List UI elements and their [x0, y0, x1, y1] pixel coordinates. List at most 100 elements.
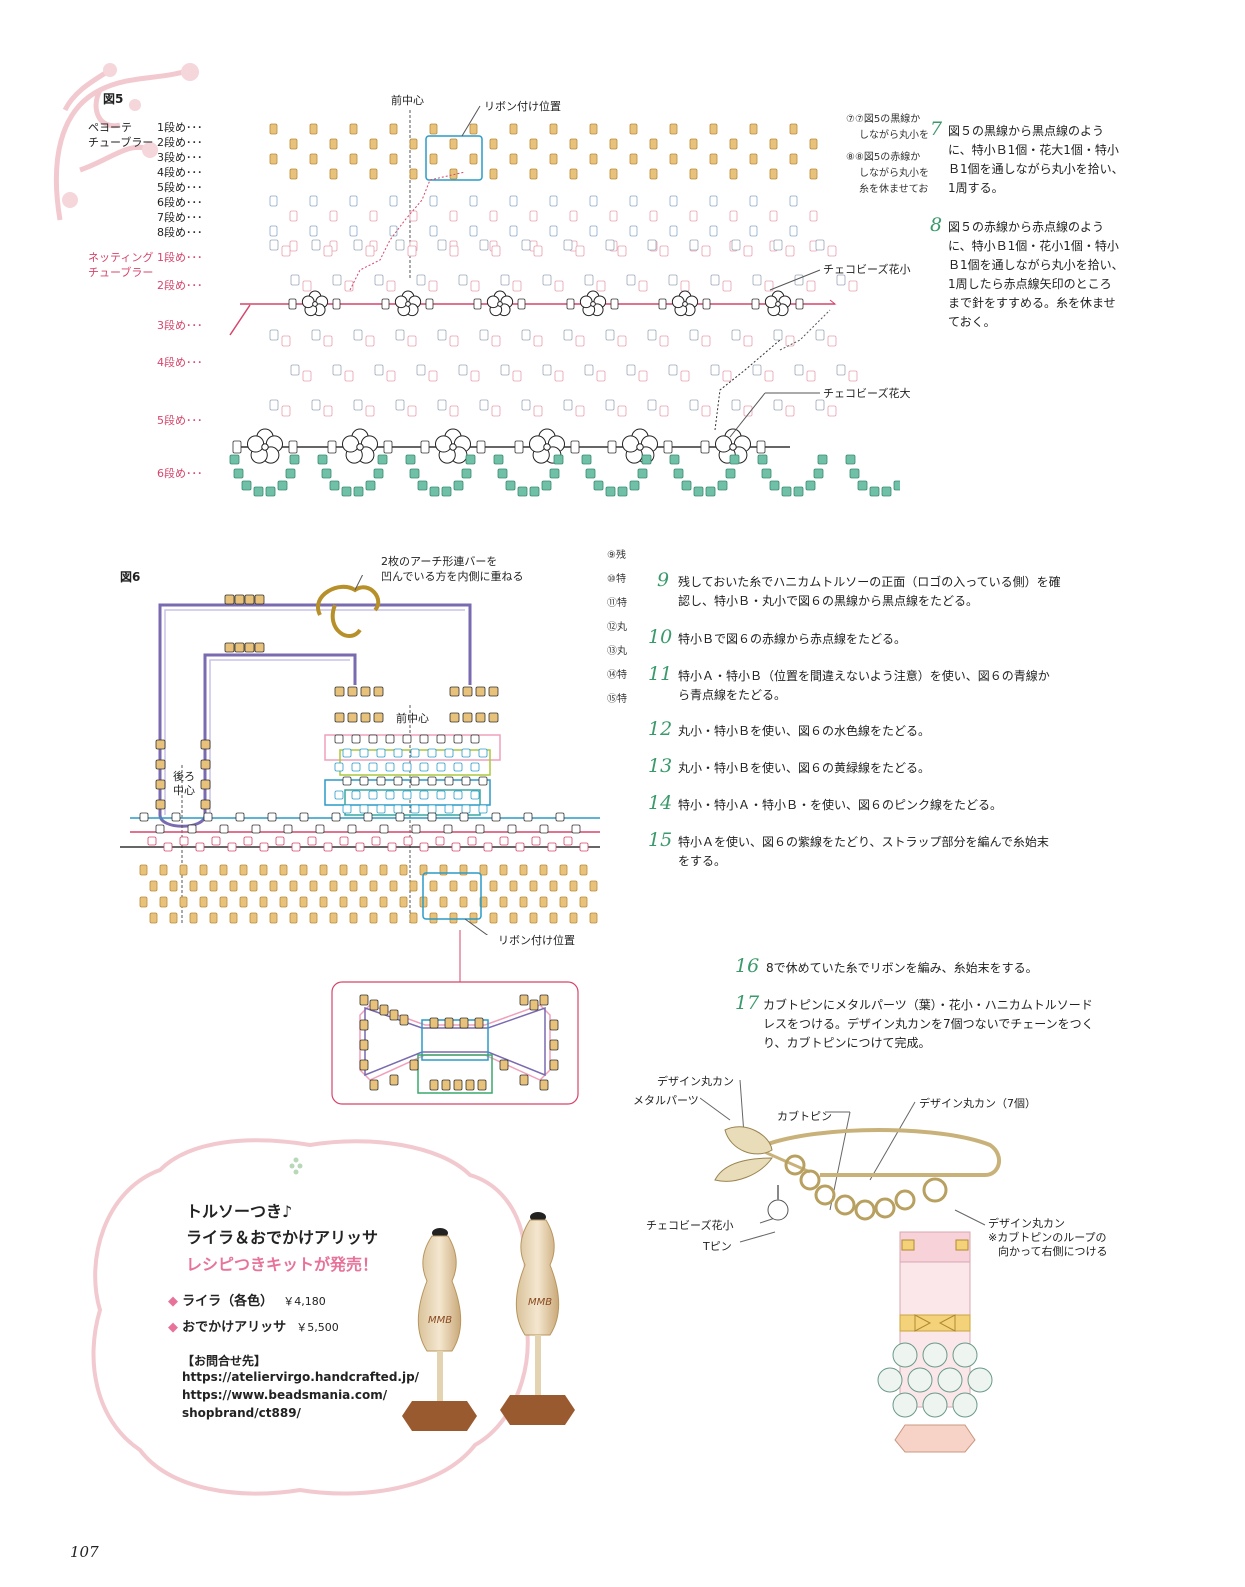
step-13-text: 丸小・特小Ｂを使い、図６の黄緑線をたどる。: [678, 761, 931, 775]
gold-bead: [409, 912, 418, 924]
band-bead: [155, 824, 165, 834]
pale-bead: [789, 225, 798, 237]
strap-bead: [155, 779, 166, 790]
net-bead: [311, 239, 321, 251]
gold-bead: [269, 153, 278, 165]
net-bead: [365, 405, 375, 417]
net-bead: [323, 245, 333, 257]
net-bead: [617, 245, 627, 257]
gold-bead: [139, 864, 148, 876]
net-bead: [344, 370, 354, 382]
gold-bead: [439, 896, 448, 908]
grid-bead: [385, 762, 395, 772]
net-bead: [659, 245, 669, 257]
gold-bead: [309, 880, 318, 892]
pale-bead: [369, 210, 378, 222]
band-bead: [227, 842, 237, 852]
band-bead: [339, 836, 349, 846]
teal-bead: [289, 454, 300, 465]
gold-bead: [539, 896, 548, 908]
ribbon-bead: [465, 1079, 475, 1091]
strap-bead: [155, 739, 166, 750]
gold-bead: [429, 912, 438, 924]
teal-bead: [329, 480, 340, 491]
teal-bead: [881, 486, 892, 497]
gold-bead: [159, 864, 168, 876]
torso-photos: MMB MMB: [402, 1212, 575, 1431]
gold-bead: [529, 138, 538, 150]
gold-bead: [519, 864, 528, 876]
grid-bead: [436, 734, 446, 744]
ribbon-bead: [389, 1009, 399, 1021]
net-bead: [827, 245, 837, 257]
czech-flower-large-4: [621, 428, 659, 464]
gold-bead: [199, 896, 208, 908]
net-bead: [533, 245, 543, 257]
czech-flower-small-0: [301, 290, 329, 317]
teal-bead: [869, 486, 880, 497]
teal-bead: [417, 480, 428, 491]
net-bead: [575, 245, 585, 257]
gold-bead: [289, 138, 298, 150]
net-bead: [500, 364, 510, 376]
pale-bead: [349, 195, 358, 207]
net-bead: [428, 280, 438, 292]
net-bead: [269, 329, 279, 341]
partial-note-1: ⑦⑦図5の黒線か: [846, 114, 921, 125]
fig5-front-center: 前中心: [391, 94, 424, 107]
flower-small-bead: [702, 298, 711, 310]
gold-bead: [369, 138, 378, 150]
step-14-text: 特小・特小Ａ・特小Ｂ・を使い、図６のピンク線をたどる。: [678, 798, 1003, 812]
strap-bead: [234, 642, 245, 653]
ribbon-bead: [549, 1019, 559, 1031]
gold-bead: [449, 880, 458, 892]
net-bead: [374, 364, 384, 376]
net-bead: [365, 335, 375, 347]
band-bead: [491, 812, 501, 822]
teal-bead: [617, 486, 628, 497]
torso-logo-left: MMB: [428, 1315, 452, 1326]
ribbon-bead: [529, 999, 539, 1011]
net-bead: [710, 274, 720, 286]
gold-bead: [429, 880, 438, 892]
gold-bead: [239, 864, 248, 876]
grid-bead: [419, 734, 429, 744]
band-bead: [483, 842, 493, 852]
contact-url-2[interactable]: https://www.beadsmania.com/: [182, 1388, 388, 1402]
net-bead: [521, 329, 531, 341]
gold-bead: [709, 153, 718, 165]
partial-note-4: しながら丸小を: [859, 168, 929, 179]
gold-bead: [539, 864, 548, 876]
pale-bead: [709, 225, 718, 237]
gold-bead: [449, 138, 458, 150]
gold-bead: [749, 153, 758, 165]
gold-bead: [409, 168, 418, 180]
gold-bead: [349, 912, 358, 924]
net-bead: [743, 405, 753, 417]
grid-bead: [461, 804, 471, 814]
ribbon-bead: [519, 1074, 529, 1086]
fig6-diagram: [120, 575, 600, 935]
net-bead: [281, 335, 291, 347]
gold-bead: [589, 880, 598, 892]
net-bead: [353, 329, 363, 341]
fig6-back-center-2: 中心: [173, 784, 195, 797]
strap-bead: [254, 642, 265, 653]
teal-bead: [373, 468, 384, 479]
grid-bead: [410, 748, 420, 758]
net-bead: [731, 399, 741, 411]
contact-url-1[interactable]: https://ateliervirgo.handcrafted.jp/: [182, 1370, 420, 1384]
net-bead: [458, 274, 468, 286]
ribbon-bead: [369, 999, 379, 1011]
gold-bead: [319, 864, 328, 876]
flower-small-bead: [658, 298, 667, 310]
grid-bead: [376, 776, 386, 786]
strap-bead: [347, 712, 358, 723]
czech-flower-small-4: [671, 290, 699, 317]
teal-bead: [673, 468, 684, 479]
step-8-text: 図５の赤線から赤点線のように、特小Ｂ1個・花小1個・特小 Ｂ1個を通しながら丸小…: [948, 220, 1124, 329]
gold-bead: [429, 123, 438, 135]
fig5-row-5: 5段め･･･: [157, 181, 203, 194]
flower-small-bead: [751, 298, 760, 310]
fig5-row-3: 3段め･･･: [157, 151, 203, 164]
